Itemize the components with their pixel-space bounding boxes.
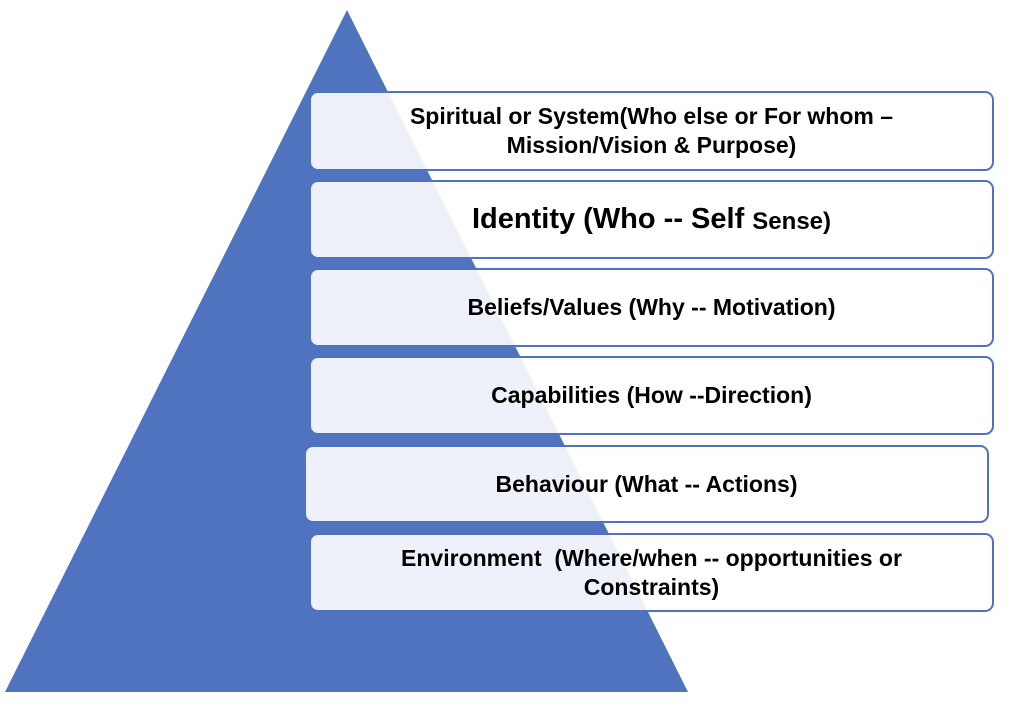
- level-environment: Environment (Where/when -- opportunities…: [309, 533, 994, 612]
- level-spiritual: Spiritual or System(Who else or For whom…: [309, 91, 994, 171]
- level-capabilities: Capabilities (How --Direction): [309, 356, 994, 435]
- level-environment-line1: Environment (Where/when -- opportunities…: [401, 544, 902, 571]
- level-identity-small: Sense): [752, 208, 831, 235]
- level-behaviour: Behaviour (What -- Actions): [304, 445, 989, 523]
- level-spiritual-line2: Mission/Vision & Purpose): [506, 132, 797, 158]
- level-spiritual-line1: Spiritual or System(Who else or For whom…: [409, 103, 894, 129]
- level-beliefs-text: Beliefs/Values (Why -- Motivation): [467, 294, 836, 320]
- level-beliefs: Beliefs/Values (Why -- Motivation): [309, 268, 994, 347]
- level-environment-line2: Constraints): [583, 573, 720, 600]
- level-identity-main: Identity (Who -- Self: [471, 203, 753, 235]
- level-identity: Identity (Who -- Self Sense): [309, 180, 994, 259]
- level-behaviour-text: Behaviour (What -- Actions): [495, 470, 798, 497]
- level-capabilities-text: Capabilities (How --Direction): [491, 382, 812, 408]
